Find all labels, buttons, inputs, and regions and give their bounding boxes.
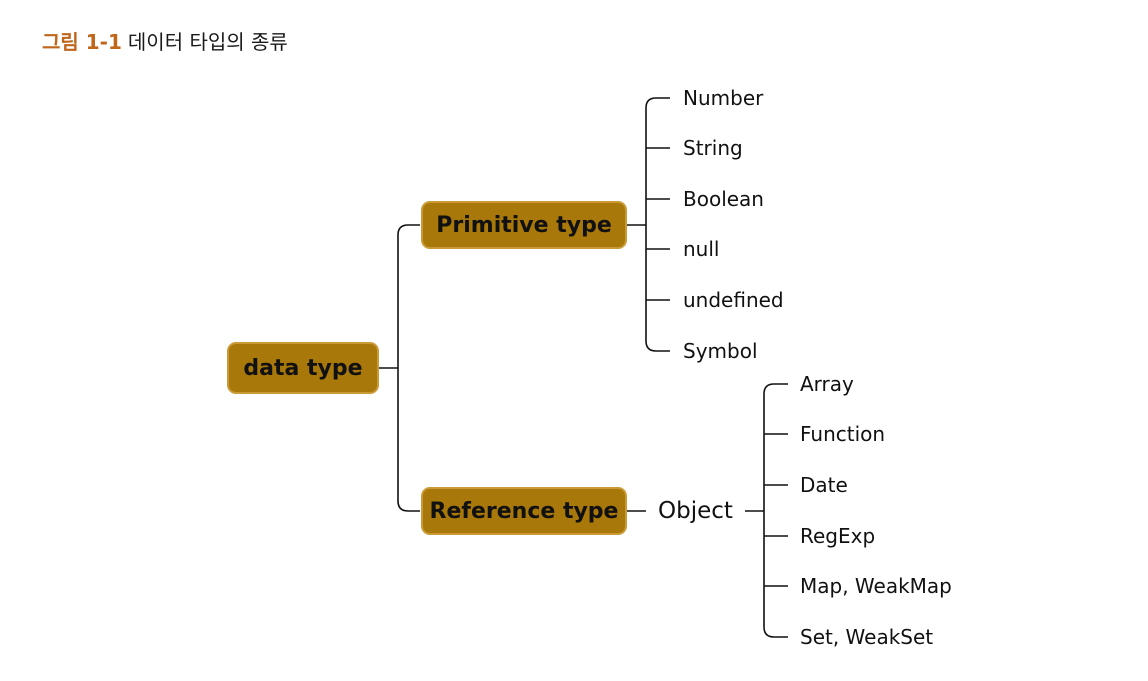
object-item-date: Date (800, 473, 848, 497)
figure-number: 그림 1-1 (42, 30, 122, 54)
primitive-item-null: null (683, 237, 720, 261)
primitive-item-undefined: undefined (683, 288, 784, 312)
figure-title: 데이터 타입의 종류 (127, 30, 288, 54)
root-node: data type (227, 342, 379, 394)
root-node-label: data type (243, 355, 363, 381)
object-item-function: Function (800, 422, 886, 446)
primitive-item-string: String (683, 136, 743, 160)
primitive-type-node: Primitive type (421, 201, 627, 249)
reference-type-label: Reference type (429, 498, 619, 524)
primitive-item-number: Number (683, 86, 764, 110)
object-item-set: Set, WeakSet (800, 625, 934, 649)
object-item-map: Map, WeakMap (800, 574, 952, 598)
reference-type-node: Reference type (421, 487, 627, 535)
root-branch-bracket (397, 224, 420, 512)
object-item-regexp: RegExp (800, 524, 876, 548)
object-label: Object (658, 498, 733, 524)
object-bracket (763, 383, 788, 638)
primitive-item-symbol: Symbol (683, 339, 758, 363)
primitive-item-boolean: Boolean (683, 187, 764, 211)
primitive-type-label: Primitive type (436, 212, 612, 238)
primitive-bracket (645, 97, 670, 352)
object-item-array: Array (800, 372, 854, 396)
